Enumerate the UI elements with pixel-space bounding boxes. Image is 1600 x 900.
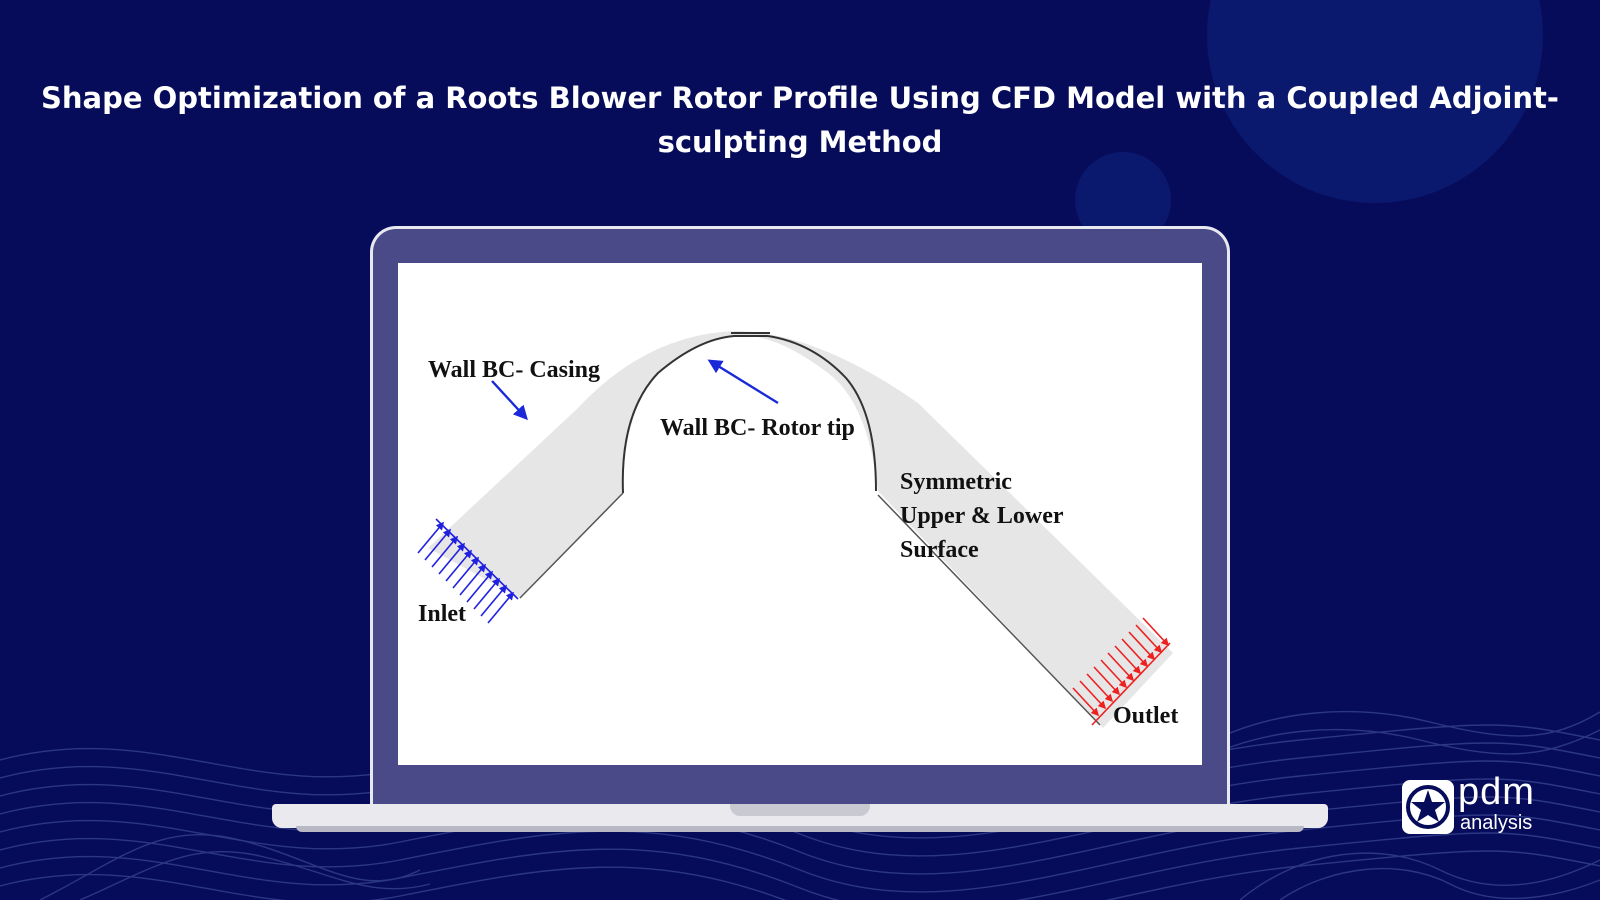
label-wall-rotor-tip: Wall BC- Rotor tip: [660, 415, 855, 441]
lower-edge-left: [519, 492, 624, 599]
flow-domain: [428, 331, 1173, 728]
label-symmetric-line1: Symmetric: [900, 469, 1012, 495]
page-title: Shape Optimization of a Roots Blower Rot…: [41, 81, 1559, 159]
inlet-arrows: [417, 518, 519, 624]
bg-wave-lines: [0, 710, 1600, 900]
label-wall-casing: Wall BC- Casing: [428, 357, 601, 383]
star-circle-icon: [1402, 780, 1454, 834]
laptop-base-notch: [730, 804, 870, 816]
label-symmetric-line3: Surface: [900, 537, 979, 563]
bg-circle-small: [1075, 152, 1171, 248]
laptop-base-shadow: [296, 826, 1304, 832]
label-inlet: Inlet: [418, 601, 466, 627]
rotor-tip-curve: [621, 335, 877, 494]
pdm-logo: pdm analysis: [1402, 772, 1552, 838]
laptop-screen: Wall BC- Casing Wall BC- Rotor tip Symme…: [398, 263, 1202, 765]
rotor-domain-diagram: [417, 331, 1173, 728]
lower-edge-right: [877, 494, 1101, 726]
bg-circle-large: [1207, 0, 1543, 203]
logo-name: pdm: [1458, 771, 1535, 813]
label-symmetric-line2: Upper & Lower: [900, 503, 1064, 529]
rotor-tip-pointer-arrow: [707, 359, 779, 405]
label-outlet: Outlet: [1113, 703, 1179, 729]
casing-pointer-arrow: [491, 380, 528, 421]
outlet-arrows: [1072, 617, 1171, 726]
logo-sub: analysis: [1460, 812, 1533, 834]
